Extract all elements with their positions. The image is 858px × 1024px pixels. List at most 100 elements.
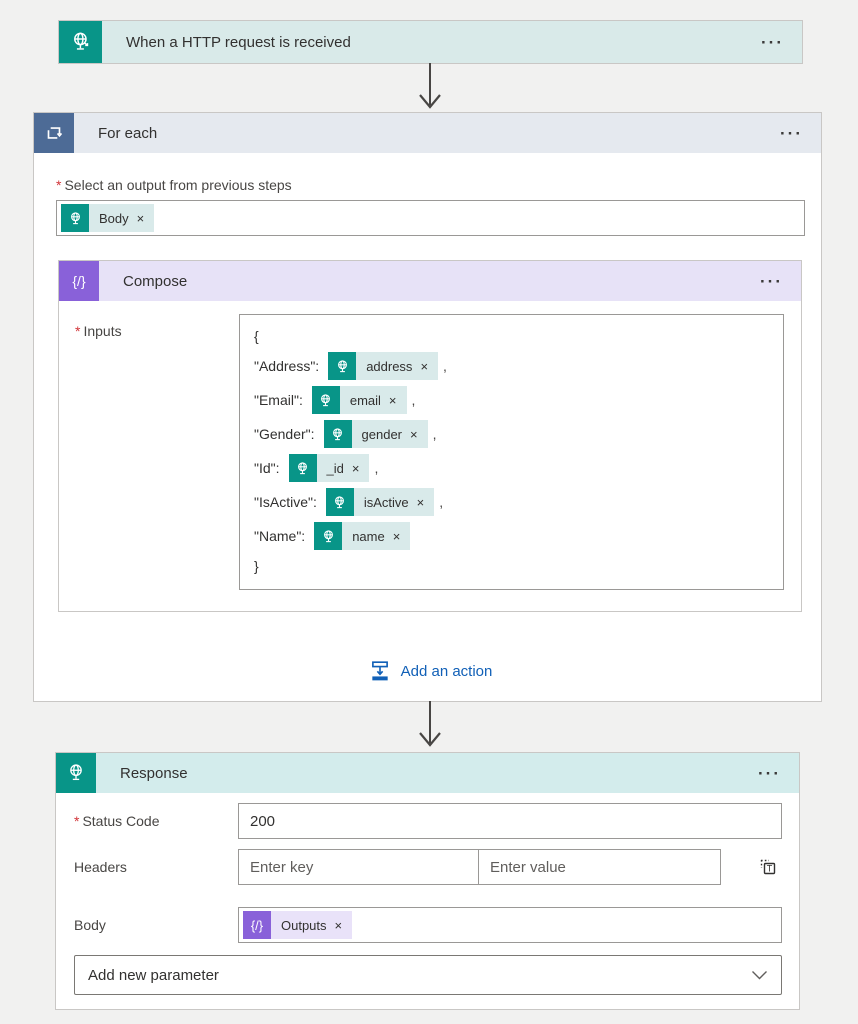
chevron-down-icon (751, 970, 768, 981)
http-globe-icon (61, 204, 89, 232)
remove-token-icon[interactable]: × (388, 392, 397, 408)
http-globe-icon (56, 753, 96, 793)
http-globe-icon (314, 522, 343, 550)
inputs-label: *Inputs (75, 323, 122, 339)
remove-token-icon[interactable]: × (416, 494, 425, 510)
json-comma: , (411, 392, 416, 408)
http-globe-icon (328, 352, 357, 380)
http-globe-icon (288, 454, 317, 482)
compose-input-entry: "Email": email × , (254, 383, 769, 417)
json-key: "Address": (254, 358, 320, 374)
http-globe-icon (323, 420, 352, 448)
select-output-input[interactable]: Body × (56, 200, 805, 236)
token-label: email (349, 392, 381, 408)
token-label: isActive (363, 494, 409, 510)
foreach-loop-icon (34, 113, 74, 153)
json-close-brace: } (254, 558, 259, 574)
compose-input-entry: "Id": _id × , (254, 451, 769, 485)
status-code-label: *Status Code (74, 813, 160, 829)
compose-title: Compose (123, 272, 188, 290)
json-key: "Gender": (254, 426, 315, 442)
response-action-card: Response ··· *Status Code Headers (55, 752, 800, 1010)
json-key: "Name": (254, 528, 306, 544)
http-globe-icon (311, 386, 340, 414)
compose-body: *Inputs { "Address": address × , (59, 301, 801, 611)
add-action-label: Add an action (400, 663, 493, 680)
response-body: *Status Code Headers T Body (56, 793, 799, 1009)
status-code-row: *Status Code (74, 803, 782, 839)
select-output-label: *Select an output from previous steps (56, 177, 292, 193)
http-globe-icon (59, 21, 102, 63)
dynamic-content-token[interactable]: _id × (288, 454, 370, 482)
body-input[interactable]: {/} Outputs × (238, 907, 782, 943)
http-globe-icon (325, 488, 354, 516)
required-marker: * (56, 177, 62, 193)
remove-token-icon[interactable]: × (334, 917, 343, 933)
status-code-input[interactable] (238, 803, 782, 839)
compose-braces-icon: {/} (243, 911, 271, 939)
compose-input-entry: "Gender": gender × , (254, 417, 769, 451)
header-key-input[interactable] (238, 849, 479, 885)
json-comma: , (432, 426, 437, 442)
compose-action-card: {/} Compose ··· *Inputs { "Address": (58, 260, 802, 612)
headers-row: Headers T (74, 849, 782, 885)
dynamic-content-token[interactable]: gender × (323, 420, 428, 448)
response-more-actions-button[interactable]: ··· (758, 763, 781, 783)
token-label: gender (361, 426, 403, 442)
json-comma: , (443, 358, 447, 374)
remove-token-icon[interactable]: × (136, 210, 145, 226)
json-key: "Id": (254, 460, 280, 476)
response-title: Response (120, 764, 188, 782)
add-an-action-button[interactable]: Add an action (369, 660, 493, 683)
connector-arrow-down (412, 63, 448, 113)
response-header[interactable]: Response ··· (56, 753, 799, 793)
body-label: Body (74, 917, 106, 933)
dynamic-content-token[interactable]: name × (314, 522, 411, 550)
outputs-token[interactable]: {/} Outputs × (243, 911, 353, 939)
compose-input-entry: "IsActive": isActive × , (254, 485, 769, 519)
dynamic-content-token[interactable]: address × (328, 352, 439, 380)
required-marker: * (74, 813, 80, 829)
compose-inputs-entries: "Address": address × , "Email": (254, 349, 769, 553)
trigger-card-http-request: When a HTTP request is received ··· (58, 20, 803, 64)
foreach-scope-card: For each ··· *Select an output from prev… (33, 112, 822, 702)
remove-token-icon[interactable]: × (410, 426, 418, 442)
json-comma: , (439, 494, 444, 510)
token-label: _id (326, 460, 344, 476)
switch-to-text-mode-icon[interactable]: T (757, 856, 779, 878)
header-value-input[interactable] (478, 849, 721, 885)
foreach-more-actions-button[interactable]: ··· (780, 123, 803, 143)
remove-token-icon[interactable]: × (420, 358, 429, 374)
connector-arrow-down (412, 701, 448, 751)
remove-token-icon[interactable]: × (351, 460, 360, 476)
token-label: name (352, 528, 385, 544)
add-action-icon (369, 660, 391, 683)
foreach-header[interactable]: For each ··· (34, 113, 821, 153)
required-marker: * (75, 323, 81, 339)
json-key: "Email": (254, 392, 303, 408)
dynamic-content-token[interactable]: isActive × (325, 488, 435, 516)
compose-header[interactable]: {/} Compose ··· (59, 261, 801, 301)
token-label: Body (99, 210, 129, 226)
json-key: "IsActive": (254, 494, 317, 510)
json-comma: , (374, 460, 379, 476)
svg-text:T: T (767, 863, 773, 873)
compose-braces-icon: {/} (59, 261, 99, 301)
trigger-card-header[interactable]: When a HTTP request is received ··· (59, 21, 802, 63)
token-label: address (366, 358, 413, 374)
compose-more-actions-button[interactable]: ··· (760, 271, 783, 291)
token-label: Outputs (281, 917, 327, 933)
compose-inputs-editor[interactable]: { "Address": address × , "Email": (239, 314, 784, 590)
add-new-parameter-dropdown[interactable]: Add new parameter (74, 955, 782, 995)
trigger-more-actions-button[interactable]: ··· (761, 32, 784, 52)
body-token[interactable]: Body × (61, 204, 155, 232)
compose-input-entry: "Address": address × , (254, 349, 769, 383)
json-open-brace: { (254, 328, 259, 344)
dynamic-content-token[interactable]: email × (311, 386, 407, 414)
remove-token-icon[interactable]: × (392, 528, 401, 544)
add-param-label: Add new parameter (88, 966, 219, 984)
body-row: Body {/} Outputs × (74, 907, 782, 943)
trigger-title: When a HTTP request is received (126, 33, 351, 51)
compose-input-entry: "Name": name × (254, 519, 769, 553)
